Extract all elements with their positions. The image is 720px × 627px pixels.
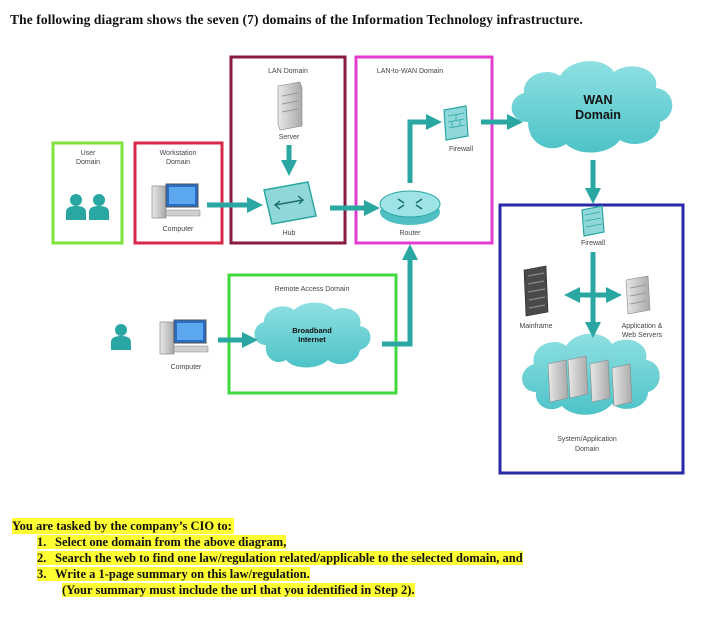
task-item-3: 3. Write a 1-page summary on this law/reg… <box>37 566 523 582</box>
task-item-3-num: 3. <box>37 567 47 581</box>
system-application-label-line2: Domain <box>575 446 599 453</box>
arrow-router-to-firewall <box>407 113 443 183</box>
firewall-2-icon <box>581 205 605 237</box>
task-note: (Your summary must include the url that … <box>62 583 415 597</box>
server-icon <box>277 81 303 131</box>
remote-computer-label: Computer <box>171 364 202 371</box>
firewall-label: Firewall <box>449 146 474 153</box>
user-domain-label-line1: User <box>81 150 96 157</box>
task-item-1-text: Select one domain from the above diagram… <box>55 535 287 549</box>
task-intro: You are tasked by the company’s CIO to: <box>12 518 234 534</box>
mainframe-icon <box>523 265 549 317</box>
user-domain-box <box>51 141 124 245</box>
task-item-2: 2. Search the web to find one law/regulat… <box>37 550 523 566</box>
server-label: Server <box>279 134 300 141</box>
app-servers-label-line1: Application & <box>622 323 663 330</box>
lan-to-wan-domain-label: LAN-to-WAN Domain <box>377 68 443 75</box>
task-item-1-num: 1. <box>37 535 47 549</box>
task-instructions: You are tasked by the company’s CIO to: … <box>12 518 523 598</box>
wan-label-line2: Domain <box>575 108 621 122</box>
user-domain-label-line2: Domain <box>76 159 100 166</box>
computer-icon <box>151 183 201 219</box>
wan-label-line1: WAN <box>583 93 612 107</box>
app-servers-label: Application & Web Servers <box>622 323 663 339</box>
app-servers-icon <box>625 275 651 315</box>
hub-icon <box>263 181 317 225</box>
users-icon <box>66 194 109 220</box>
router-icon <box>379 190 441 225</box>
router-label: Router <box>399 230 421 237</box>
broadband-label-line1: Broadband <box>292 326 332 335</box>
app-servers-label-line2: Web Servers <box>622 332 663 339</box>
system-application-label-line1: System/Application <box>557 436 617 443</box>
firewall-icon <box>443 105 469 141</box>
remote-user-icon <box>111 324 131 350</box>
task-item-2-text: Search the web to find one law/regulatio… <box>55 551 523 565</box>
computer-label: Computer <box>163 226 194 233</box>
task-item-2-num: 2. <box>37 551 47 565</box>
task-item-3-text: Write a 1-page summary on this law/regul… <box>55 567 310 581</box>
workstation-domain-label-line1: Workstation <box>160 150 197 157</box>
remote-computer-icon <box>159 319 209 355</box>
task-list: 1. Select one domain from the above diagr… <box>12 534 523 582</box>
page-title: The following diagram shows the seven (7… <box>10 12 583 27</box>
arrow-broadband-to-router <box>382 243 419 347</box>
server-rack-group-icon <box>547 355 633 407</box>
broadband-label-line2: Internet <box>298 335 326 344</box>
hub-label: Hub <box>283 230 296 237</box>
task-item-1: 1. Select one domain from the above diagr… <box>37 534 523 550</box>
firewall-2-label: Firewall <box>581 240 606 247</box>
mainframe-label: Mainframe <box>519 323 552 330</box>
lan-domain-label: LAN Domain <box>268 68 308 75</box>
remote-access-domain-label: Remote Access Domain <box>275 286 350 293</box>
workstation-domain-label-line2: Domain <box>166 159 190 166</box>
